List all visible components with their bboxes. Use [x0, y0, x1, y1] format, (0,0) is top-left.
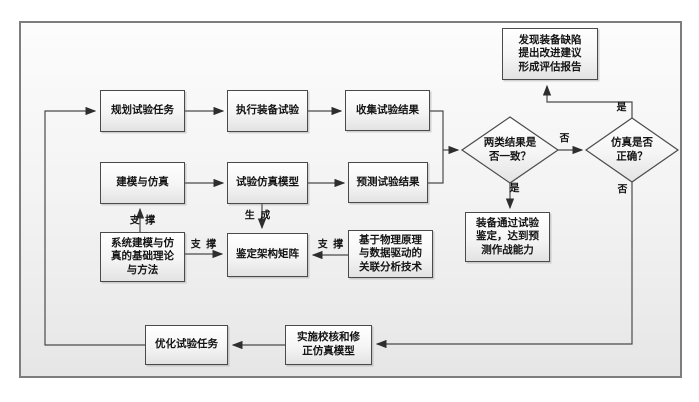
edge-label-support-right: 支 撑: [317, 239, 345, 251]
node-label: 基于物理原理 与数据驱动的 关联分析技术: [359, 233, 422, 273]
node-collect-test-results: 收集试验结果: [345, 90, 430, 131]
edge-label-support-left: 支 撑: [190, 239, 218, 251]
edge-label-generate: 生 成: [244, 210, 272, 222]
decision-simulation-correct: 仿真是否 正确？: [611, 136, 653, 162]
edge-label-support-vertical: 支 撑: [129, 215, 157, 227]
node-optimize-test-tasks: 优化试验任务: [145, 325, 228, 365]
node-pass-appraisal: 装备通过试验 鉴定，达到预 测作战能力: [465, 212, 550, 262]
edge-label-yes-2: 是: [616, 102, 628, 114]
node-label: 优化试验任务: [155, 338, 218, 351]
node-label: 实施校核和修 正仿真模型: [297, 331, 360, 357]
node-label: 规划试验任务: [111, 104, 174, 117]
node-label: 建模与仿真: [116, 176, 169, 189]
node-plan-test-tasks: 规划试验任务: [100, 90, 185, 132]
node-verify-correct-model: 实施校核和修 正仿真模型: [285, 325, 372, 365]
node-label: 发现装备缺陷 提出改进建议 形成评估报告: [518, 33, 582, 73]
node-defect-report: 发现装备缺陷 提出改进建议 形成评估报告: [502, 28, 598, 80]
node-modeling-simulation: 建模与仿真: [100, 162, 185, 204]
node-appraisal-architecture-matrix: 鉴定架构矩阵: [227, 233, 308, 277]
node-label: 鉴定架构矩阵: [236, 248, 299, 261]
decision-results-consistent: 两类结果是 否一致？: [483, 136, 537, 162]
node-label: 装备通过试验 鉴定，达到预 测作战能力: [476, 216, 539, 256]
node-physics-data-analysis-tech: 基于物理原理 与数据驱动的 关联分析技术: [348, 230, 433, 278]
node-label: 收集试验结果: [356, 103, 419, 116]
node-predict-test-results: 预测试验结果: [348, 162, 428, 203]
node-modeling-theory: 系统建模与仿 真的基础理论 与方法: [100, 232, 185, 282]
node-execute-equipment-test: 执行装备试验: [227, 90, 308, 132]
node-label: 预测试验结果: [356, 175, 420, 188]
node-label: 试验仿真模型: [236, 176, 299, 189]
edge-label-yes-1: 是: [509, 183, 521, 195]
node-label: 系统建模与仿 真的基础理论 与方法: [111, 236, 174, 276]
edge-label-no-2: 否: [617, 184, 629, 196]
edge-label-no-1: 否: [559, 133, 571, 145]
node-label: 执行装备试验: [236, 104, 299, 117]
node-test-sim-model: 试验仿真模型: [227, 162, 308, 204]
